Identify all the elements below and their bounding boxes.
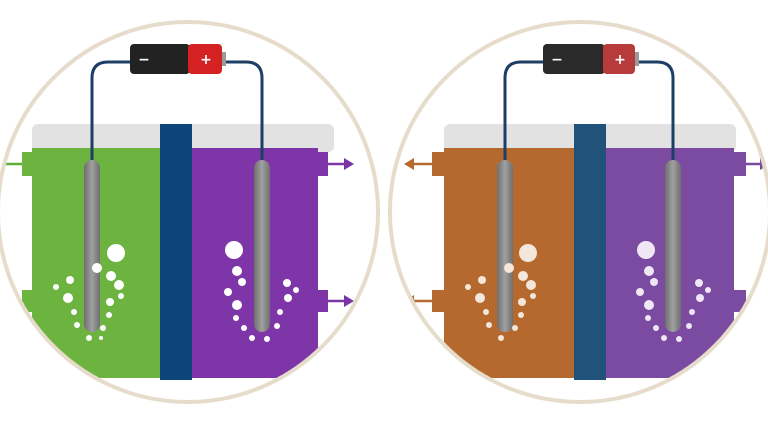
cell-outline-ring (388, 20, 768, 404)
electrode (497, 160, 513, 332)
electrode (665, 160, 681, 332)
gas-bubbles (465, 244, 537, 341)
gas-bubbles (636, 241, 711, 342)
electrode (84, 160, 100, 332)
battery-positive-symbol: + (200, 52, 212, 68)
battery-positive-symbol: + (614, 52, 626, 68)
wire-negative (90, 60, 136, 160)
outflow-arrow (328, 295, 354, 307)
battery: − + (543, 44, 639, 74)
battery-negative-end (130, 44, 190, 74)
outlet-nub (314, 290, 328, 312)
membrane (574, 124, 606, 380)
outflow-arrow (328, 158, 354, 170)
wire-positive (220, 60, 264, 160)
outlet-nub (432, 152, 446, 176)
outlet-nub (732, 152, 746, 176)
wire-positive (634, 60, 675, 160)
outlet-nub (22, 290, 36, 312)
gas-bubbles (224, 241, 299, 342)
battery-negative-symbol: − (551, 52, 563, 68)
outlet-nub (22, 152, 36, 176)
battery: − + (130, 44, 226, 74)
gas-bubbles (53, 244, 125, 341)
outlet-nub (314, 152, 328, 176)
wire-negative (503, 60, 548, 160)
cell-outline-ring (0, 20, 380, 404)
membrane (160, 124, 192, 380)
outlet-nub (732, 290, 746, 312)
battery-negative-symbol: − (138, 52, 150, 68)
battery-positive-end (603, 44, 635, 74)
electrolysis-cell-left: − + (0, 20, 380, 404)
electrolysis-cell-right: − + (388, 20, 768, 404)
battery-negative-end (543, 44, 605, 74)
outlet-nub (432, 290, 446, 312)
battery-positive-end (188, 44, 222, 74)
outflow-arrow (404, 158, 432, 170)
electrode (254, 160, 270, 332)
